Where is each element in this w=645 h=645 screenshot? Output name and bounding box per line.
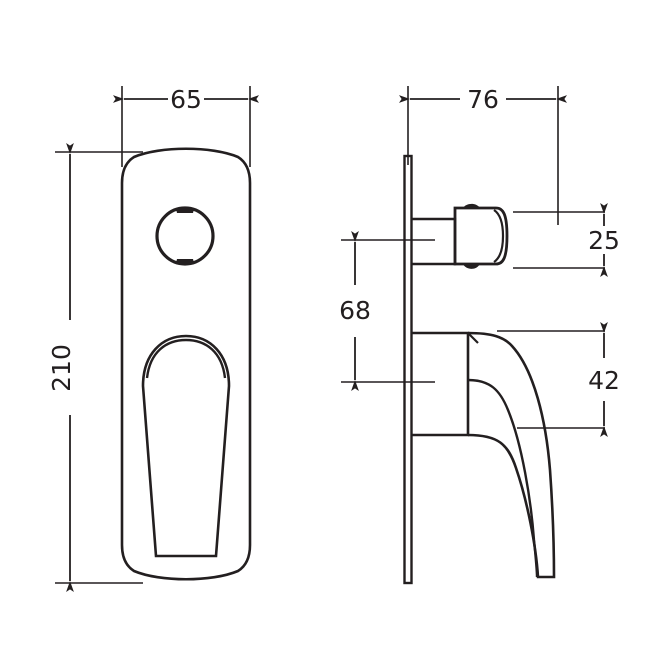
dimension-210 <box>55 143 143 592</box>
dimension-65 <box>113 86 259 167</box>
front-faceplate <box>120 147 252 581</box>
side-diverter-button[interactable] <box>411 203 509 269</box>
dimension-label-210: 210 <box>47 344 76 392</box>
dimension-label-42: 42 <box>588 366 620 395</box>
dimension-label-76: 76 <box>467 85 499 114</box>
front-lever-handle[interactable] <box>141 334 231 558</box>
side-wall-plate <box>403 154 413 585</box>
front-diverter-button[interactable] <box>155 206 215 266</box>
side-lever-handle[interactable] <box>411 331 556 579</box>
dimension-68 <box>341 231 435 391</box>
dimension-label-25: 25 <box>588 226 620 255</box>
dimension-42 <box>497 322 608 437</box>
dimension-label-65: 65 <box>170 85 202 114</box>
dimension-76 <box>399 86 567 225</box>
dimension-25 <box>513 203 608 277</box>
dimension-label-68: 68 <box>339 296 371 325</box>
